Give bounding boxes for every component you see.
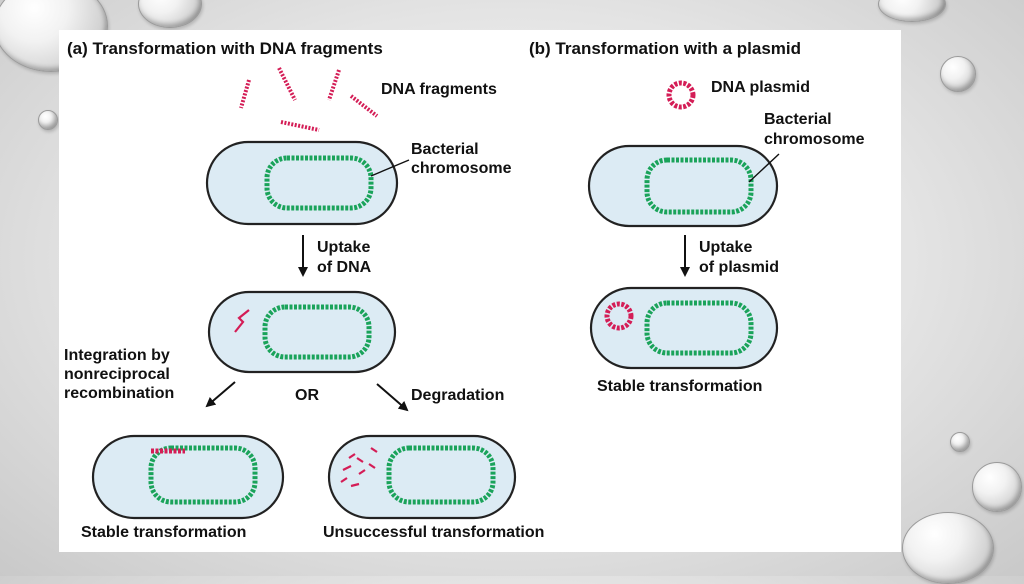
transformation-diagram: (a) Transformation with DNA fragments (b… — [64, 39, 865, 541]
bacterial-chromosome-icon — [262, 304, 372, 360]
dna-fragments-icon — [239, 67, 379, 132]
degradation-label: Degradation — [411, 387, 504, 404]
water-drop — [940, 56, 976, 92]
chromosome-label: chromosome — [411, 160, 512, 177]
or-label: OR — [295, 387, 319, 404]
bacterial-cell — [205, 140, 399, 226]
panel-a-title: (a) Transformation with DNA fragments — [67, 39, 383, 58]
integration-label-3: recombination — [64, 385, 174, 402]
water-drop — [972, 462, 1022, 512]
dna-plasmid-label: DNA plasmid — [711, 79, 810, 96]
uptake-label-b: Uptake — [699, 239, 752, 256]
dna-fragment-icon — [234, 309, 250, 333]
bacterial-label: Bacterial — [411, 141, 479, 158]
chromosome-label-b: chromosome — [764, 131, 865, 148]
of-dna-label: of DNA — [317, 259, 372, 276]
water-drop — [138, 0, 202, 28]
unsuccessful-transformation-label: Unsuccessful transformation — [323, 524, 544, 541]
bacterial-cell — [207, 290, 397, 374]
water-drop — [878, 0, 946, 22]
bacterial-cell — [589, 286, 779, 370]
integration-label-1: Integration by — [64, 347, 170, 364]
water-drop — [950, 432, 970, 452]
bacterial-label-b: Bacterial — [764, 111, 832, 128]
bacterial-cell — [91, 434, 285, 520]
degraded-dna-icon — [340, 447, 378, 488]
bacterial-chromosome-icon — [644, 300, 754, 356]
dna-plasmid-icon — [666, 80, 696, 110]
water-drop — [38, 110, 58, 130]
bacterial-chromosome-icon — [148, 445, 258, 505]
panel-b-title: (b) Transformation with a plasmid — [529, 39, 801, 58]
bacterial-cell — [587, 144, 779, 228]
right-arrow-icon — [376, 383, 409, 412]
plasmid-in-cell-icon — [604, 301, 634, 331]
stable-transformation-label-b: Stable transformation — [597, 378, 762, 395]
uptake-label: Uptake — [317, 239, 370, 256]
diagram-panel: (a) Transformation with DNA fragments (b… — [59, 30, 901, 552]
dna-fragments-label: DNA fragments — [381, 81, 497, 98]
stable-transformation-label: Stable transformation — [81, 524, 246, 541]
water-drop — [902, 512, 994, 584]
bacterial-chromosome-icon — [264, 155, 374, 211]
bacterial-chromosome-icon — [644, 157, 754, 215]
bacterial-cell — [327, 434, 517, 520]
left-arrow-icon — [205, 381, 236, 408]
of-plasmid-label: of plasmid — [699, 259, 779, 276]
integration-label-2: nonreciprocal — [64, 366, 170, 383]
bacterial-chromosome-icon — [386, 445, 496, 505]
